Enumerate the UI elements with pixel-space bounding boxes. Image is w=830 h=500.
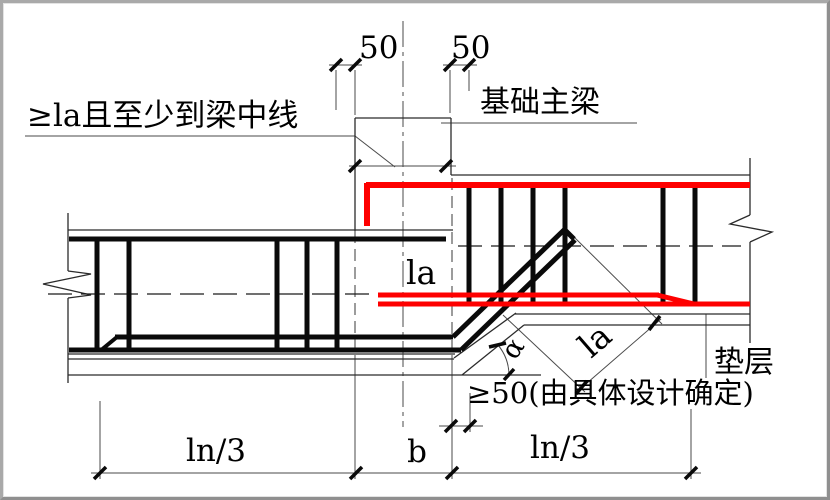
tick <box>347 158 363 174</box>
tick <box>92 465 108 481</box>
break-line-left <box>42 270 92 299</box>
tick <box>462 418 478 434</box>
span-left-label: ln/3 <box>186 433 246 469</box>
black-rebar <box>69 187 698 353</box>
step-note-label: ≥50(由具体设计确定) <box>467 376 754 410</box>
angle-tick-slope <box>488 341 507 349</box>
beam-centerlines <box>48 245 741 295</box>
break-line-right <box>727 214 775 243</box>
tick <box>443 418 459 434</box>
tick <box>461 57 477 73</box>
witness-line <box>502 314 586 393</box>
beam-width-label: b <box>407 434 427 470</box>
tick <box>348 465 364 481</box>
tick <box>574 379 589 396</box>
tick <box>442 57 458 73</box>
cushion-slope-bottom <box>461 324 525 376</box>
tick <box>347 57 363 73</box>
red-rebar <box>364 182 750 307</box>
dim-line-la-diagonal <box>578 318 662 391</box>
tick <box>444 465 460 481</box>
span-right-label: ln/3 <box>530 430 590 466</box>
tick <box>647 314 662 332</box>
hidden-lines <box>354 178 453 354</box>
tick <box>328 57 344 73</box>
tick <box>438 158 454 174</box>
bent-bar-1 <box>451 227 567 339</box>
dimension-ticks <box>92 57 699 481</box>
foundation-beam-step-detail: ≥la且至少到梁中线 50 50 基础主梁 la 垫层 ≥50(由具体设计确定)… <box>25 21 775 481</box>
cushion-slope-top <box>453 312 517 359</box>
leader-top-note <box>354 135 396 168</box>
main-beam-label: 基础主梁 <box>480 85 600 120</box>
tick <box>683 465 699 481</box>
witness-line <box>569 232 663 325</box>
annotations: ≥la且至少到梁中线 50 50 基础主梁 la 垫层 ≥50(由具体设计确定)… <box>27 30 774 470</box>
bend-angle-label: α <box>495 332 531 365</box>
concrete-outline <box>42 117 775 383</box>
stirrup-spacing-left-label: 50 <box>359 30 398 66</box>
stirrup-spacing-right-label: 50 <box>451 30 490 66</box>
cushion-label: 垫层 <box>714 345 774 380</box>
angle-tick-base <box>502 367 516 382</box>
anchorage-length-label: la <box>406 253 436 292</box>
bar-end-hook <box>98 335 119 353</box>
top-note-label: ≥la且至少到梁中线 <box>27 98 298 134</box>
anchorage-diagonal-label: la <box>571 316 619 365</box>
